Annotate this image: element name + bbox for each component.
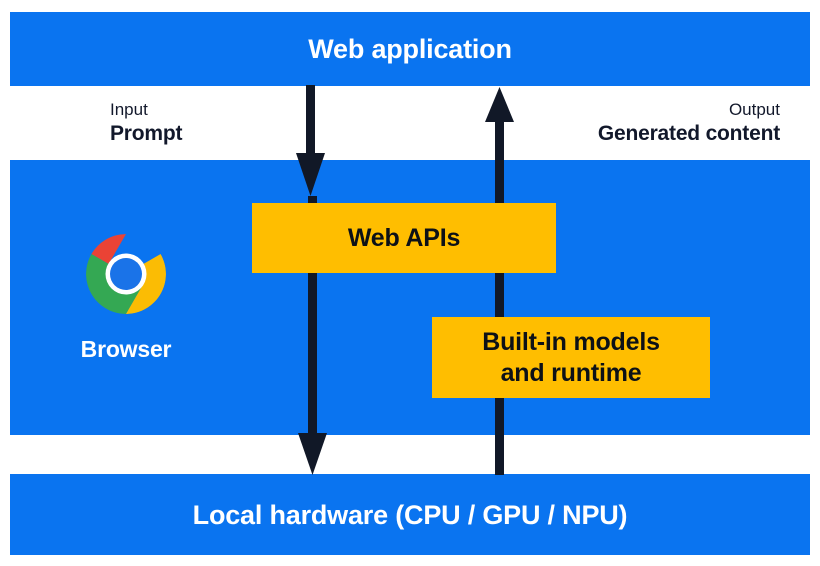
band-local-hardware: Local hardware (CPU / GPU / NPU): [10, 474, 810, 555]
flow-output-kind: Output: [728, 100, 780, 119]
flow-input-value: Prompt: [110, 121, 183, 145]
band-web-application: Web application: [10, 12, 810, 86]
chrome-logo: [86, 234, 166, 314]
box-web-apis[interactable]: Web APIs: [252, 203, 556, 273]
box-builtin-models-label-line2: and runtime: [500, 358, 642, 387]
flow-output-value: Generated content: [597, 121, 780, 145]
band-local-hardware-label: Local hardware (CPU / GPU / NPU): [192, 500, 628, 530]
flow-label-input: Input Prompt: [110, 99, 183, 148]
flow-label-output: Output Generated content: [598, 99, 780, 148]
flow-input-kind: Input: [110, 100, 148, 119]
box-builtin-models-label-line1: Built-in models: [482, 328, 660, 356]
band-browser-label: Browser: [80, 336, 172, 362]
box-builtin-models-label: Built-in models and runtime: [482, 327, 660, 388]
band-web-application-label: Web application: [308, 34, 512, 64]
box-web-apis-label: Web APIs: [347, 223, 461, 252]
box-builtin-models[interactable]: Built-in models and runtime: [432, 317, 710, 398]
